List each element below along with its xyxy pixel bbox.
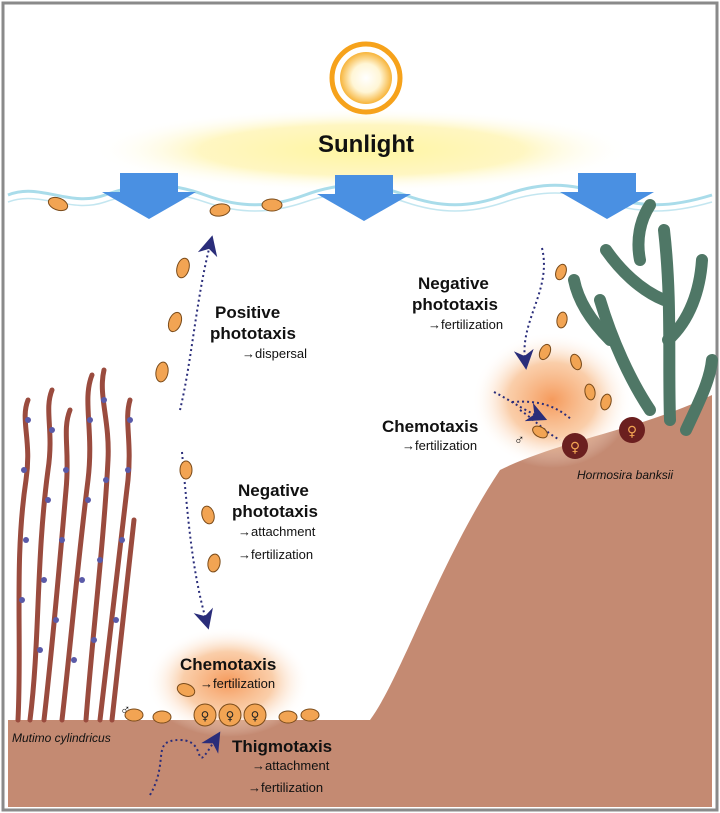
label-negative-phototaxis-right: Negative phototaxis →fertilization [412, 274, 503, 332]
seabed [8, 395, 712, 807]
egg-female-left-1: ♀ [193, 703, 217, 727]
egg-female-left-2: ♀ [218, 703, 242, 727]
svg-text:→fertilization: →fertilization [402, 438, 477, 453]
svg-text:→fertilization: →fertilization [428, 317, 503, 332]
svg-text:♀: ♀ [226, 709, 235, 723]
egg-female-right-1: ♀ [562, 433, 588, 459]
svg-text:♀: ♀ [570, 440, 580, 456]
label-thigmotaxis: Thigmotaxis →attachment →fertilization [232, 737, 332, 795]
hormosira-seaweed [568, 199, 718, 436]
swim-paths [149, 235, 573, 796]
egg-female-right-2: ♀ [619, 417, 645, 443]
sunlight-arrow-2 [317, 175, 411, 221]
svg-text:♀: ♀ [251, 709, 260, 723]
sunlight-glow [92, 108, 632, 192]
male-symbol-right: ♂ [514, 431, 525, 447]
mutimo-spores [19, 397, 133, 663]
svg-text:♀: ♀ [201, 709, 210, 723]
svg-text:Chemotaxis: Chemotaxis [180, 655, 276, 674]
label-chemotaxis-left: Chemotaxis →fertilization [180, 655, 276, 691]
svg-text:Thigmotaxis: Thigmotaxis [232, 737, 332, 756]
egg-female-left-3: ♀ [243, 703, 267, 727]
svg-text:♀: ♀ [627, 424, 637, 440]
path-thigmotaxis [149, 731, 221, 796]
svg-text:→fertilization: →fertilization [248, 780, 323, 795]
svg-text:→attachment: →attachment [252, 758, 330, 773]
swimming-cells [47, 196, 612, 724]
svg-text:Negative: Negative [238, 481, 309, 500]
sunlight-arrow-3 [560, 173, 654, 219]
sun-icon [329, 41, 403, 115]
svg-text:phototaxis: phototaxis [210, 324, 296, 343]
path-positive-phototaxis [179, 235, 218, 411]
svg-text:→fertilization: →fertilization [238, 547, 313, 562]
chemotaxis-glow-left [146, 627, 310, 737]
svg-text:→attachment: →attachment [238, 524, 316, 539]
svg-text:phototaxis: phototaxis [412, 295, 498, 314]
svg-text:Positive: Positive [215, 303, 280, 322]
path-negative-phototaxis-right [513, 247, 545, 370]
sunlight-arrow-1 [102, 173, 196, 219]
path-chemotaxis-right-1 [493, 391, 548, 422]
label-negative-phototaxis-left: Negative phototaxis →attachment →fertili… [232, 481, 318, 562]
male-symbol-left: ♂ [120, 701, 131, 717]
sunlight-label: Sunlight [318, 131, 414, 158]
svg-text:Negative: Negative [418, 274, 489, 293]
label-chemotaxis-right: Chemotaxis →fertilization [382, 417, 478, 453]
species-label-mutimo: Mutimo cylindricus [12, 731, 111, 745]
species-label-hormosira: Hormosira banksii [577, 468, 673, 482]
label-positive-phototaxis: Positive phototaxis →dispersal [210, 303, 307, 361]
svg-text:phototaxis: phototaxis [232, 502, 318, 521]
path-negative-phototaxis-left [181, 451, 213, 630]
svg-text:Chemotaxis: Chemotaxis [382, 417, 478, 436]
svg-text:→fertilization: →fertilization [200, 676, 275, 691]
chemotaxis-glow-right [472, 332, 632, 468]
svg-text:→dispersal: →dispersal [242, 346, 307, 361]
